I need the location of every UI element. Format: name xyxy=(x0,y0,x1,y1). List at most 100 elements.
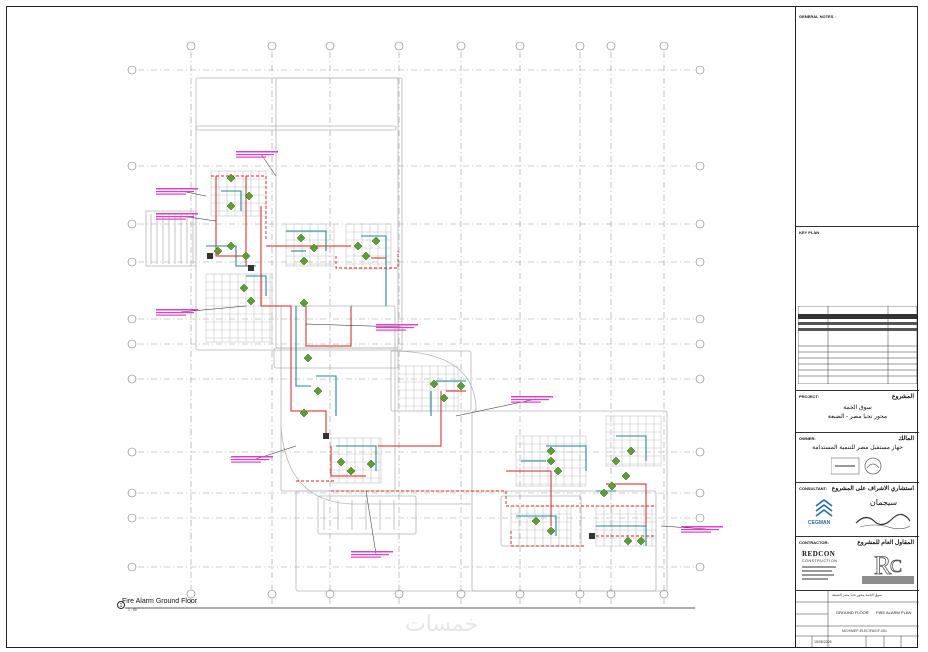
grid-bubble-right xyxy=(695,314,705,324)
grid-bubble-bottom xyxy=(659,589,669,599)
teal-conduit xyxy=(316,375,337,416)
note-tag-line xyxy=(156,191,194,193)
fire-alarm-device xyxy=(303,353,313,363)
fire-alarm-device xyxy=(361,251,371,261)
teal-conduit xyxy=(361,235,387,306)
grid-bubble-bottom xyxy=(456,589,466,599)
grid-bubble-bottom xyxy=(325,589,335,599)
grid-bubble-top xyxy=(575,41,585,51)
fire-alarm-device xyxy=(611,456,621,466)
fire-alarm-device xyxy=(299,256,309,266)
note-tags xyxy=(156,151,723,558)
fire-alarm-device xyxy=(246,296,256,306)
note-leader xyxy=(365,490,377,555)
grid-bubble-bottom xyxy=(575,589,585,599)
sheet-title-ar: سوق الحمة محور تحيا مصر الضبعة xyxy=(832,593,883,597)
red-dashed-conduit xyxy=(211,175,267,241)
teal-conduit xyxy=(336,445,377,471)
red-dashed-conduit xyxy=(510,531,586,547)
tb-divider xyxy=(796,482,919,483)
fire-alarm-device xyxy=(636,536,646,546)
red-dashed-conduits xyxy=(211,175,656,547)
grid-bubble-top xyxy=(606,41,616,51)
note-tag-line xyxy=(236,154,274,156)
fire-alarm-device xyxy=(336,457,346,467)
grid-bubble-right xyxy=(695,339,705,349)
key-plan-label: KEY PLAN xyxy=(799,230,820,235)
note-tag-line xyxy=(156,216,194,218)
teal-conduits xyxy=(206,190,647,546)
contractor-name: REDCON xyxy=(802,550,836,558)
fire-alarm-device xyxy=(366,459,376,469)
tb-divider xyxy=(796,226,919,227)
issue-date: 15/08/2025 xyxy=(814,640,832,644)
grid-bubble-left xyxy=(127,314,137,324)
note-tag-line xyxy=(236,156,266,158)
view-number: 1 xyxy=(117,601,125,609)
fire-alarm-device xyxy=(226,241,236,251)
grid-bubble-top xyxy=(515,41,525,51)
room xyxy=(605,415,662,467)
fire-alarm-device xyxy=(239,283,249,293)
stair-outline xyxy=(145,210,197,267)
consultant-name-ar: سيجمان xyxy=(869,498,898,507)
fire-alarm-device xyxy=(226,201,236,211)
svg-text:R: R xyxy=(874,551,892,580)
grid-bubble-right xyxy=(695,257,705,267)
note-tag-line xyxy=(351,554,389,556)
view-title: Fire Alarm Ground Floor xyxy=(122,598,198,605)
fire-alarm-device xyxy=(309,243,319,253)
fire-alarm-device xyxy=(553,466,563,476)
cegman-logo xyxy=(815,499,833,517)
grid-bubble-left xyxy=(127,513,137,523)
sheet-border xyxy=(6,6,918,648)
fire-alarm-device xyxy=(213,246,223,256)
red-conduit xyxy=(330,446,366,477)
sheet-title-1: GROUND FLOOR xyxy=(836,610,869,615)
note-tag-line xyxy=(681,531,711,533)
building-walls xyxy=(145,77,668,592)
grid-bubble-right xyxy=(695,161,705,171)
teal-conduit xyxy=(295,306,311,387)
teal-conduit xyxy=(246,275,267,296)
fire-alarm-device xyxy=(226,173,236,183)
note-tag-line xyxy=(156,218,186,220)
fire-alarm-device xyxy=(299,298,309,308)
red-conduit xyxy=(371,241,387,259)
grid-bubble-left xyxy=(127,488,137,498)
consultant-label: CONSULTANT: xyxy=(799,486,827,491)
wall-outline xyxy=(273,347,399,369)
revision-table xyxy=(798,306,917,384)
fire-alarm-device xyxy=(299,408,309,418)
red-conduit xyxy=(305,306,352,347)
red-conduit xyxy=(260,206,291,307)
room xyxy=(397,365,459,412)
grid-bubble-right xyxy=(695,562,705,572)
owner-logo xyxy=(831,457,882,475)
fire-alarm-device xyxy=(546,456,556,466)
drawing-number: MCH/MEP-ELEC/FA/GF-001 xyxy=(842,629,887,633)
grid-bubble-top xyxy=(394,41,404,51)
grid-bubble-top xyxy=(456,41,466,51)
control-panel-symbol xyxy=(323,433,329,439)
note-tag-line xyxy=(231,459,269,461)
fire-alarm-device xyxy=(439,393,449,403)
owner-label: OWNER: xyxy=(799,436,816,441)
grid-bubble-bottom xyxy=(606,589,616,599)
red-conduit xyxy=(306,410,327,436)
teal-conduit xyxy=(206,245,256,267)
teal-conduit xyxy=(616,435,647,461)
note-tag-line xyxy=(156,188,198,190)
sheet-title-2: FIRE ALARM PLAN xyxy=(876,610,912,615)
red-dashed-conduit xyxy=(331,490,656,507)
grid-bubble-top xyxy=(186,41,196,51)
note-tag-line xyxy=(156,193,186,195)
grid-bubble-right xyxy=(695,513,705,523)
grid-bubble-top xyxy=(325,41,335,51)
project-name-ar-2: محور تحيا مصر - الضبعة xyxy=(827,414,888,420)
view-scale: 1 : 50 xyxy=(128,608,137,612)
fire-alarm-device xyxy=(546,526,556,536)
note-tag-line xyxy=(156,213,198,215)
grid-bubble-right xyxy=(695,65,705,75)
